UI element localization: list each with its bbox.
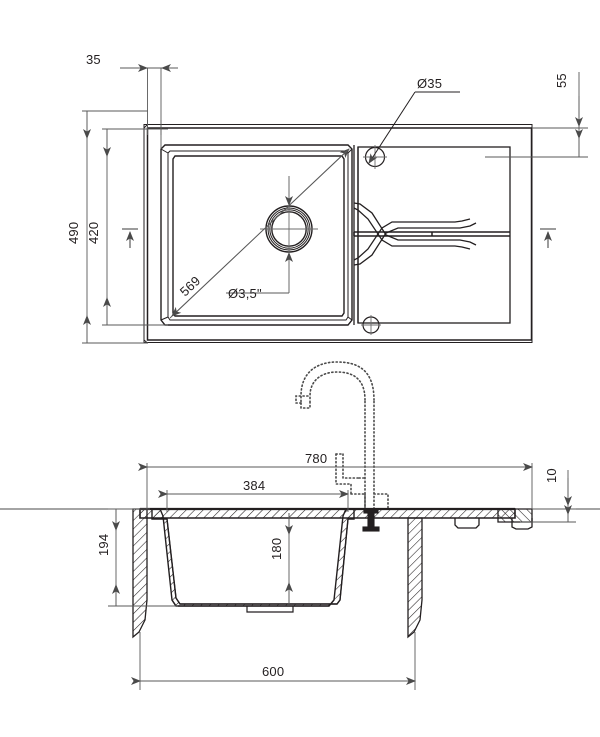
drainboard-ribs-section <box>454 518 533 530</box>
dimension-label-780: 780 <box>305 451 327 466</box>
center-tick-right <box>540 228 556 248</box>
faucet-outline[interactable] <box>295 361 389 510</box>
leader-o35 <box>368 91 460 164</box>
bowl-flange <box>160 144 353 326</box>
dimension-label-180: 180 <box>269 538 284 560</box>
right-skirt <box>407 517 423 639</box>
drainboard-groove-lower <box>353 202 477 250</box>
dimension-600 <box>131 632 416 690</box>
dimension-35 <box>120 64 178 149</box>
accessory-hole-circle <box>361 315 381 335</box>
sink-rim-slab <box>139 507 516 519</box>
dimension-label-55: 55 <box>554 73 569 88</box>
sink-outer-rim <box>143 124 533 344</box>
waste-outlet-centerlines <box>260 200 318 258</box>
bowl-cross-section <box>151 508 355 613</box>
dimension-label-600: 600 <box>262 664 284 679</box>
dimension-194 <box>108 508 178 607</box>
dimension-490 <box>82 110 148 344</box>
dimension-569 <box>169 148 350 319</box>
dimension-label-194: 194 <box>96 534 111 556</box>
drainboard-groove-upper <box>353 218 477 266</box>
drainboard-edge-block <box>497 508 533 523</box>
dimension-label-490: 490 <box>66 222 81 244</box>
drainboard-center-ridge <box>353 231 510 237</box>
dimension-label-10: 10 <box>544 468 559 483</box>
waste-outlet-section <box>362 508 380 532</box>
top-view: 35 490 420 <box>66 52 588 344</box>
dimension-780 <box>138 463 533 509</box>
center-tick-left <box>122 228 138 248</box>
left-skirt <box>132 508 148 639</box>
dimension-55 <box>485 72 588 158</box>
dimension-label-35: 35 <box>86 52 101 67</box>
dimension-label-o35-inch: Ø3,5" <box>228 286 262 301</box>
section-view: 780 384 194 180 <box>0 361 600 690</box>
dimension-label-420: 420 <box>86 222 101 244</box>
dimension-420 <box>102 128 168 326</box>
dimension-label-384: 384 <box>243 478 265 493</box>
dimension-384 <box>158 490 349 512</box>
dimension-10 <box>520 470 576 523</box>
dimension-label-o35: Ø35 <box>417 76 442 91</box>
dimension-o35-inch <box>226 176 293 294</box>
